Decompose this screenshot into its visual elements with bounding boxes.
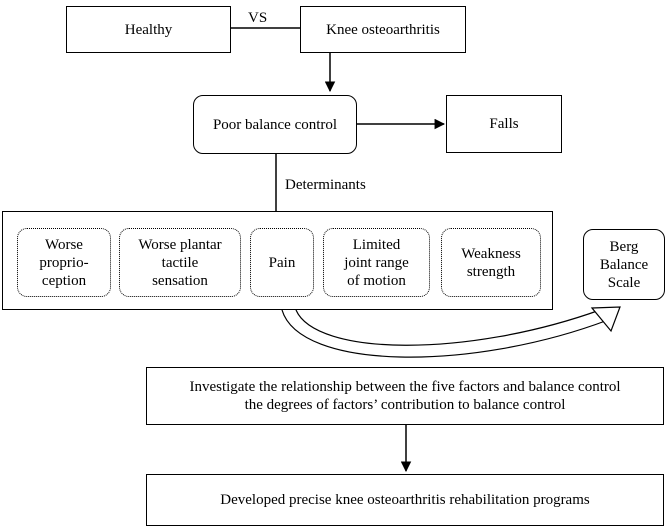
healthy-label: Healthy xyxy=(124,21,173,38)
curved-arrow-to-berg-inner xyxy=(295,309,601,346)
curved-arrow-head xyxy=(590,306,621,333)
knee-osteoarthritis-box: Knee osteoarthritis xyxy=(300,6,466,53)
factor-worse-plantar-tactile-sensation: Worse plantar tactile sensation xyxy=(119,228,241,297)
factor-weakness-strength: Weakness strength xyxy=(441,228,541,297)
healthy-box: Healthy xyxy=(66,6,231,53)
developed-programs-label: Developed precise knee osteoarthritis re… xyxy=(220,492,590,508)
poor-balance-control-box: Poor balance control xyxy=(193,95,357,154)
vs-label: VS xyxy=(248,10,268,26)
curved-arrow-to-berg xyxy=(281,309,609,358)
investigate-line-2: the degrees of factors’ contribution to … xyxy=(244,397,566,413)
knee-osteoarthritis-label: Knee osteoarthritis xyxy=(326,21,440,38)
factor-pain: Pain xyxy=(250,228,314,297)
berg-balance-scale-box: Berg Balance Scale xyxy=(583,229,665,300)
factor-limited-joint-range-of-motion: Limited joint range of motion xyxy=(323,228,430,297)
investigate-line-1: Investigate the relationship between the… xyxy=(189,379,621,395)
poor-balance-control-label: Poor balance control xyxy=(212,116,338,133)
falls-label: Falls xyxy=(489,116,519,132)
falls-box: Falls xyxy=(446,95,562,153)
factor-worse-proprioception: Worse proprio- ception xyxy=(17,228,111,297)
determinants-label: Determinants xyxy=(285,177,366,193)
investigate-box: Investigate the relationship between the… xyxy=(146,367,664,425)
developed-programs-box: Developed precise knee osteoarthritis re… xyxy=(146,474,664,526)
